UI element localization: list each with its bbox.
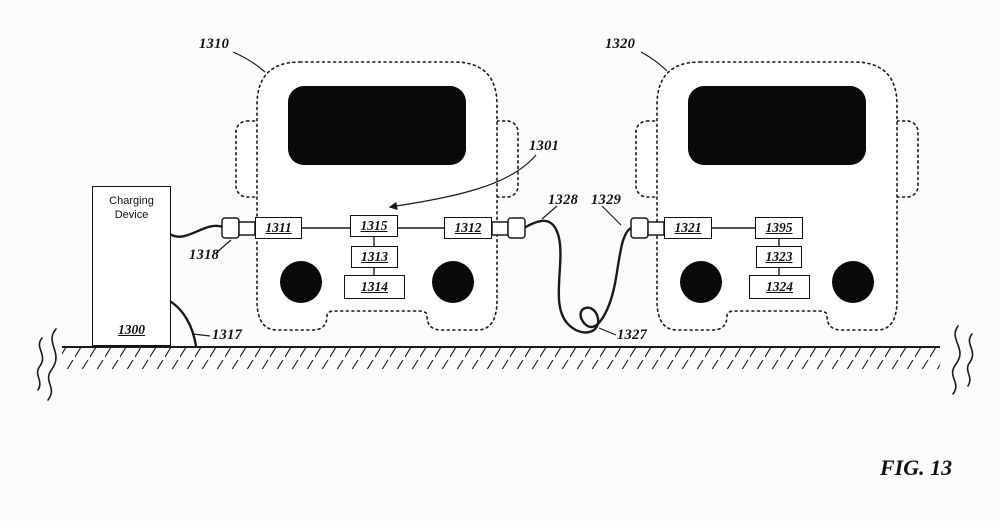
figure-caption: FIG. 13 — [880, 455, 953, 480]
ground-break-right-inner — [951, 325, 961, 395]
leader-1310 — [232, 51, 266, 73]
charging-device-label: Charging Device — [109, 195, 154, 222]
module-box-1324: 1324 — [749, 275, 810, 299]
ref-label-1328: 1328 — [548, 192, 579, 208]
charging-device: Charging Device 1300 — [92, 186, 171, 346]
leader-1318 — [215, 239, 232, 254]
ground-break-right-outer — [966, 333, 974, 387]
plug-nose-icon — [238, 221, 256, 236]
charging-device-ground-cable — [166, 298, 198, 348]
plug-nose-icon — [491, 221, 509, 236]
leader-1328 — [541, 205, 558, 220]
leader-1329 — [601, 205, 622, 226]
ref-label-1317: 1317 — [212, 327, 243, 343]
plug-body-icon — [221, 217, 240, 239]
module-box-1314: 1314 — [344, 275, 405, 299]
module-box-1323: 1323 — [756, 246, 802, 268]
module-box-1315: 1315 — [350, 215, 398, 237]
module-box-1395: 1395 — [755, 217, 803, 239]
leader-1317 — [192, 333, 211, 337]
ground-break-left-outer — [47, 328, 57, 401]
vehicle1-left-connector — [221, 217, 256, 239]
module-box-1312: 1312 — [444, 217, 492, 239]
module-box-1313: 1313 — [351, 246, 398, 268]
inter-vehicle-cable — [522, 219, 633, 334]
vehicle1-right-connector — [491, 217, 526, 239]
module-box-1311: 1311 — [255, 217, 302, 239]
plug-nose-icon — [647, 221, 665, 236]
ref-label-1318: 1318 — [189, 247, 220, 263]
ground-break-left-inner — [36, 337, 44, 391]
ground-hatching — [62, 348, 940, 369]
ref-label-1301: 1301 — [529, 138, 560, 154]
ref-label-1300: 1300 — [118, 322, 145, 337]
plug-body-icon — [630, 217, 649, 239]
leader-1320 — [640, 51, 668, 72]
charging-cable-to-vehicle1 — [166, 224, 225, 238]
leader-arrow-1301 — [388, 154, 537, 211]
module-box-1321: 1321 — [664, 217, 712, 239]
vehicle2-left-connector — [630, 217, 665, 239]
ref-label-1329: 1329 — [591, 192, 622, 208]
plug-body-icon — [507, 217, 526, 239]
leader-1327 — [598, 327, 617, 336]
ref-label-1310: 1310 — [199, 36, 230, 52]
ref-label-1327: 1327 — [617, 327, 648, 343]
ref-label-1320: 1320 — [605, 36, 636, 52]
